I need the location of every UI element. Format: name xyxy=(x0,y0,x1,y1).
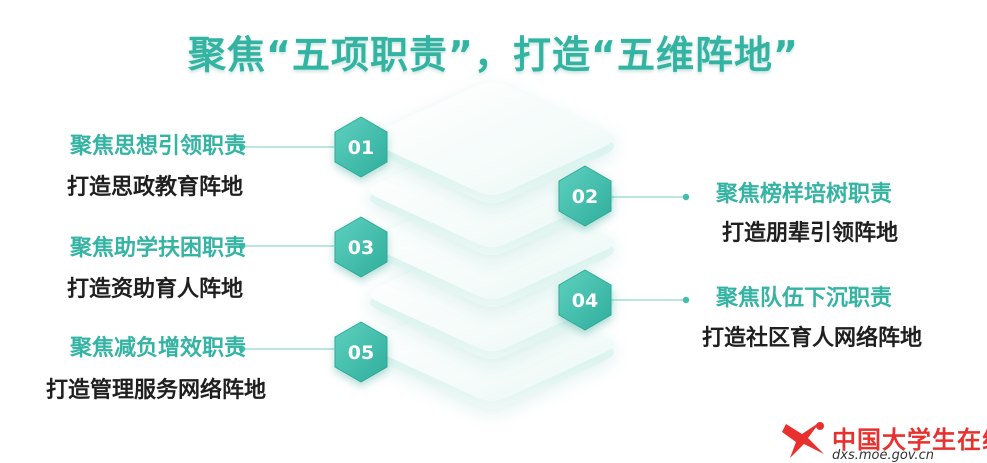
badge-03-number: 03 xyxy=(348,237,374,259)
item-05-subtitle: 打造管理服务网络阵地 xyxy=(46,378,267,403)
badge-02: 02 xyxy=(558,165,612,227)
item-03-subtitle: 打造资助育人阵地 xyxy=(67,277,244,302)
badge-01-number: 01 xyxy=(348,137,374,159)
brand-name: 中国大学生在线 xyxy=(832,426,987,454)
item-04-heading: 聚焦队伍下沉职责 xyxy=(716,286,893,311)
badge-05: 05 xyxy=(334,321,388,383)
item-01-heading: 聚焦思想引领职责 xyxy=(70,134,247,159)
item-02-heading: 聚焦榜样培树职责 xyxy=(716,182,893,207)
brand-logo-icon xyxy=(782,422,824,458)
badge-05-number: 05 xyxy=(348,342,374,364)
connectors xyxy=(238,143,690,353)
item-01-subtitle: 打造思政教育阵地 xyxy=(67,175,244,200)
badge-03: 03 xyxy=(334,216,388,278)
badge-04: 04 xyxy=(558,269,612,331)
item-02-subtitle: 打造朋辈引领阵地 xyxy=(722,221,899,246)
page-title: 聚焦“五项职责”，打造“五维阵地” xyxy=(188,33,799,77)
item-03-heading: 聚焦助学扶困职责 xyxy=(70,236,247,261)
item-05-heading: 聚焦减负增效职责 xyxy=(70,336,247,361)
badge-04-number: 04 xyxy=(572,290,598,312)
layer-1 xyxy=(370,82,614,203)
badge-02-number: 02 xyxy=(572,186,598,208)
item-04-subtitle: 打造社区育人网络阵地 xyxy=(702,326,923,351)
badge-01: 01 xyxy=(334,116,388,178)
brand-url: dxs.moe.gov.cn xyxy=(832,448,934,463)
